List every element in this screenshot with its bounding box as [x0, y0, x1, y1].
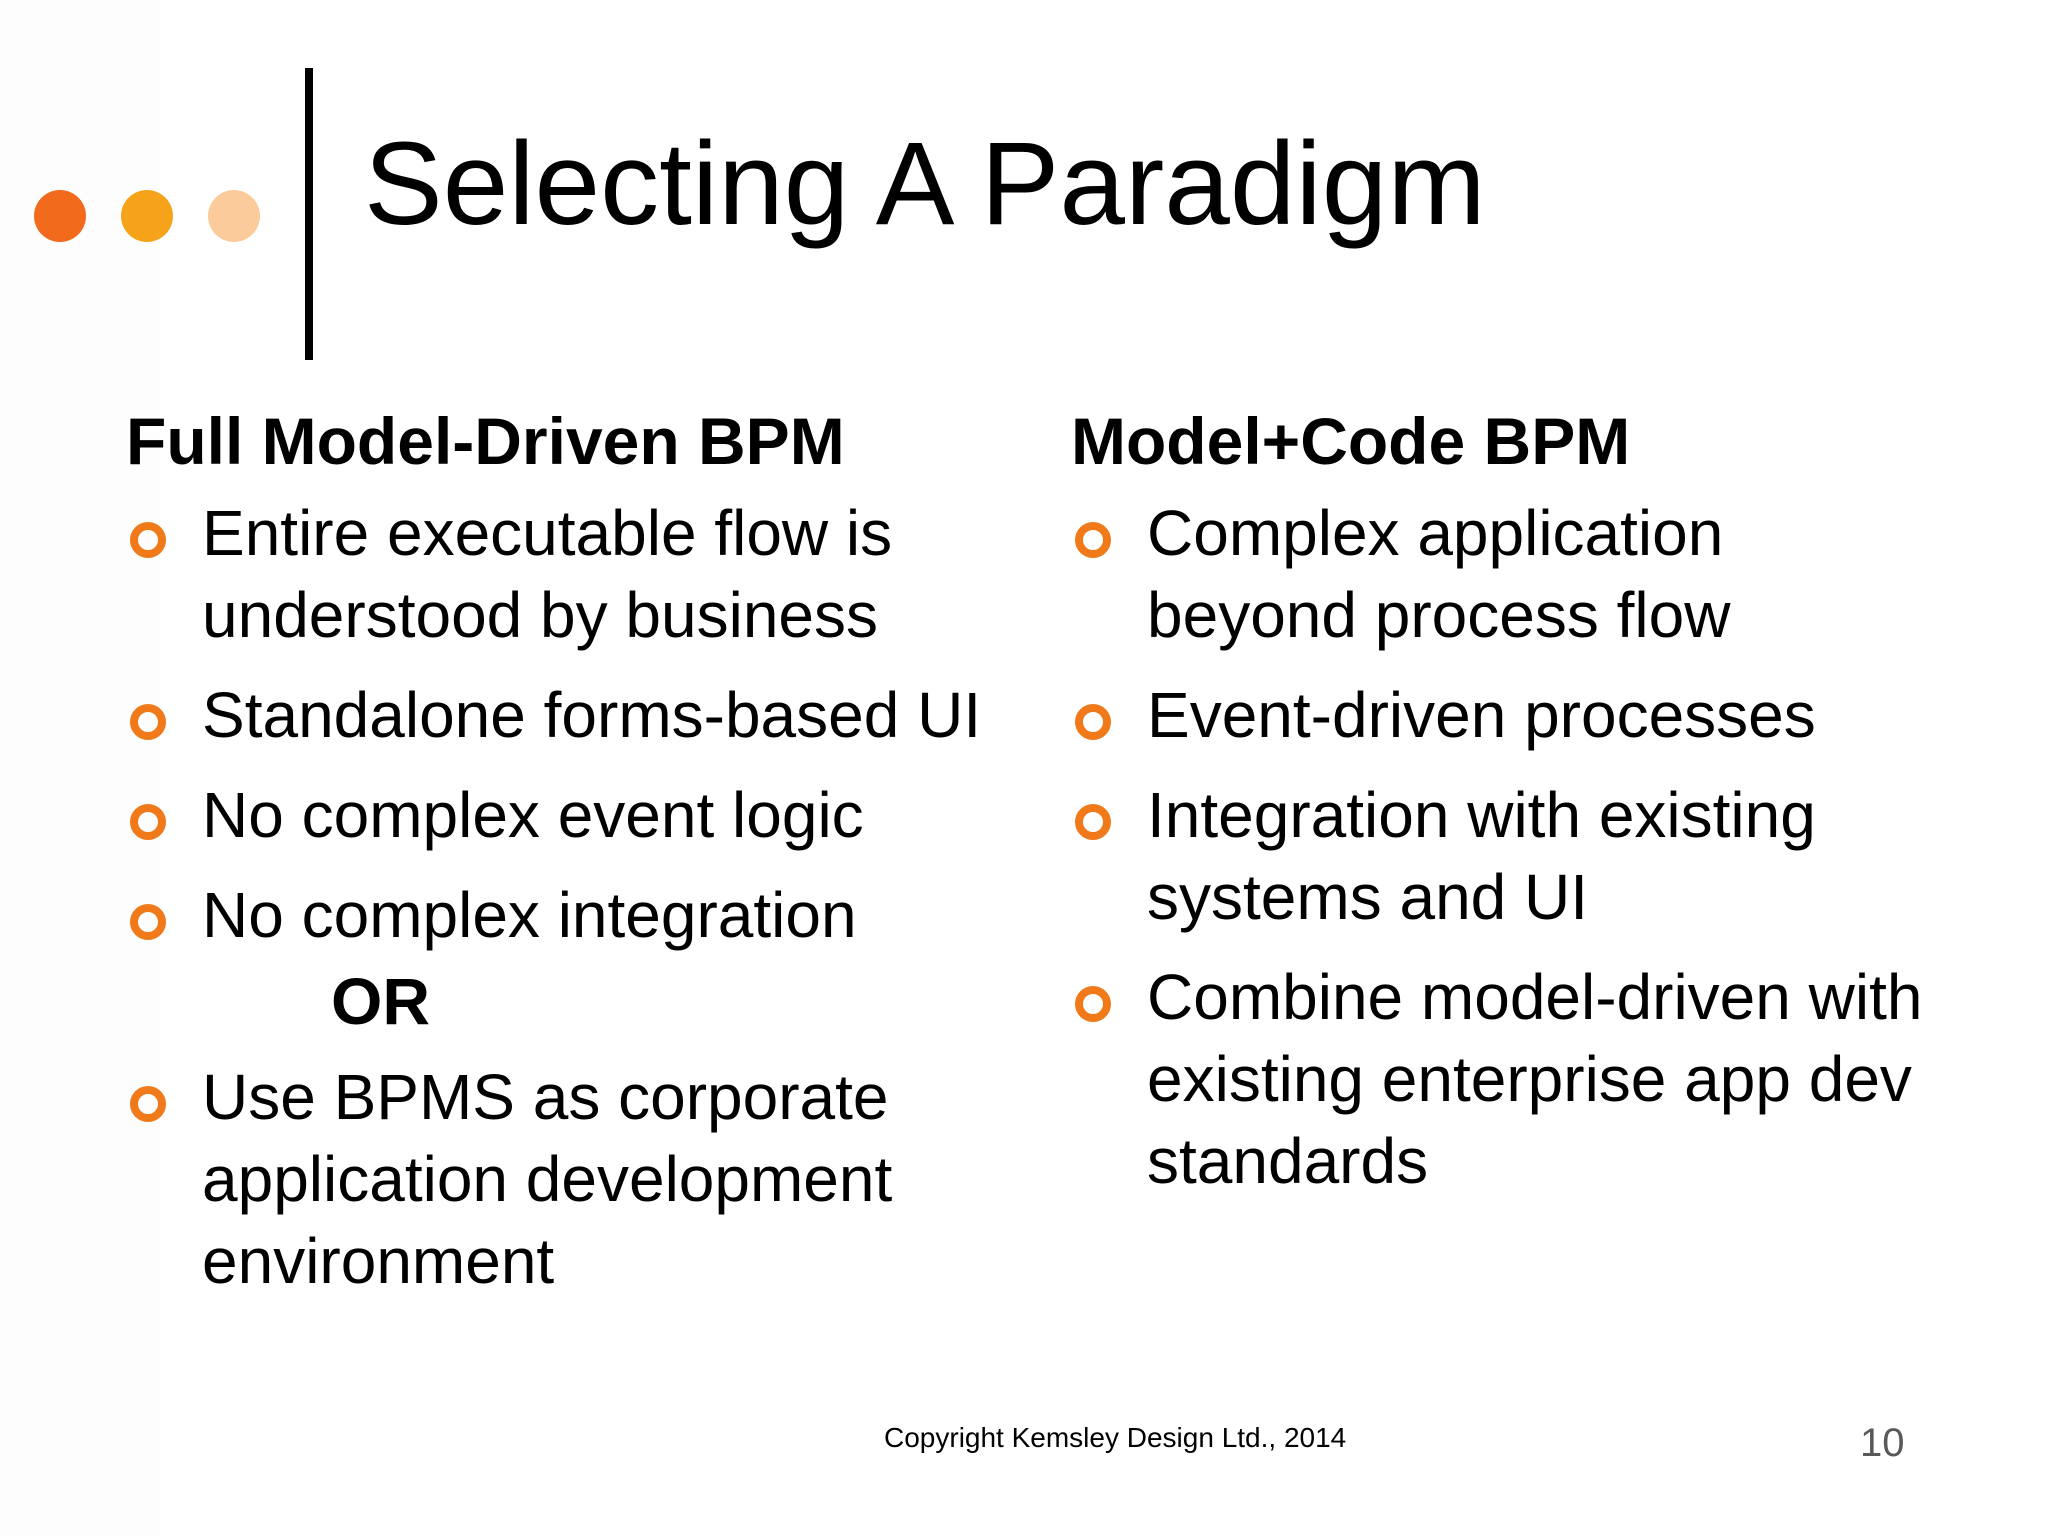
decoration-dot-dark-orange	[34, 190, 86, 242]
list-item: No complex event logic	[126, 774, 1006, 856]
hollow-circle-icon	[130, 1086, 166, 1122]
right-bullet-list: Complex application beyond process flow …	[1071, 492, 1951, 1202]
hollow-circle-icon	[130, 804, 166, 840]
list-item: Combine model-driven with existing enter…	[1071, 956, 1951, 1202]
list-item-text: Complex application beyond process flow	[1147, 497, 1731, 651]
slide-title: Selecting A Paradigm	[364, 118, 1486, 250]
copyright-footer: Copyright Kemsley Design Ltd., 2014	[884, 1422, 1347, 1453]
list-item: Complex application beyond process flow	[1071, 492, 1951, 656]
left-column: Full Model-Driven BPM Entire executable …	[126, 404, 1006, 1320]
decoration-dot-orange	[121, 190, 173, 242]
list-item-text: Combine model-driven with existing enter…	[1147, 961, 1923, 1197]
list-item-text: No complex integration	[202, 879, 857, 951]
list-item-text: Standalone forms-based UI	[202, 679, 982, 751]
list-item-text: Event-driven processes	[1147, 679, 1816, 751]
right-column: Model+Code BPM Complex application beyon…	[1071, 404, 1951, 1220]
hollow-circle-icon	[1075, 522, 1111, 558]
left-bullet-list: Entire executable flow is understood by …	[126, 492, 1006, 956]
list-item: Entire executable flow is understood by …	[126, 492, 1006, 656]
list-item: No complex integration	[126, 874, 1006, 956]
hollow-circle-icon	[130, 522, 166, 558]
list-item: Use BPMS as corporate application develo…	[126, 1056, 1006, 1302]
page-number: 10	[1860, 1421, 1905, 1465]
list-item-text: No complex event logic	[202, 779, 864, 851]
hollow-circle-icon	[1075, 986, 1111, 1022]
left-bullet-list-after: Use BPMS as corporate application develo…	[126, 1056, 1006, 1302]
hollow-circle-icon	[1075, 804, 1111, 840]
hollow-circle-icon	[1075, 704, 1111, 740]
list-item: Standalone forms-based UI	[126, 674, 1006, 756]
list-item-text: Integration with existing systems and UI	[1147, 779, 1816, 933]
list-item: Integration with existing systems and UI	[1071, 774, 1951, 938]
title-divider	[305, 68, 313, 360]
left-column-heading: Full Model-Driven BPM	[126, 404, 845, 478]
decoration-dot-light-orange	[208, 190, 260, 242]
hollow-circle-icon	[130, 704, 166, 740]
hollow-circle-icon	[130, 904, 166, 940]
right-column-heading: Model+Code BPM	[1071, 404, 1631, 478]
or-separator: OR	[331, 964, 430, 1038]
list-item-text: Use BPMS as corporate application develo…	[202, 1061, 893, 1297]
list-item: Event-driven processes	[1071, 674, 1951, 756]
slide-margin	[0, 0, 160, 1536]
list-item-text: Entire executable flow is understood by …	[202, 497, 893, 651]
